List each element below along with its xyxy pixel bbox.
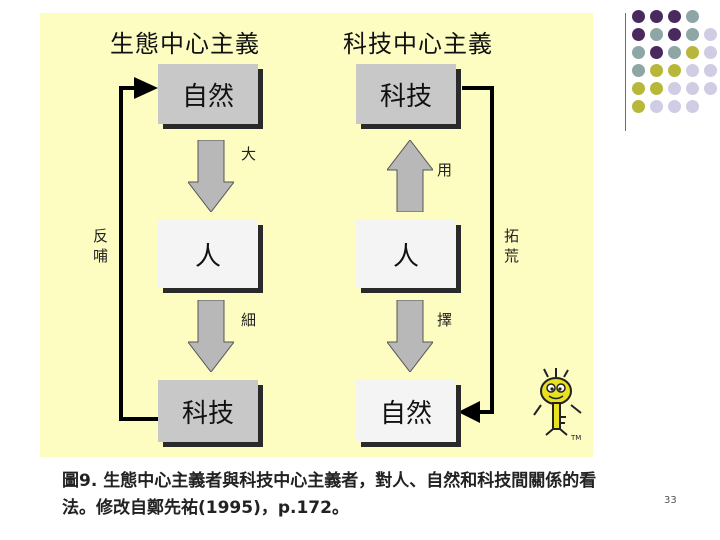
decor-dot — [686, 46, 699, 59]
key-mascot-illustration — [533, 368, 582, 436]
decor-dot — [704, 82, 717, 95]
right-loop-arrowhead — [458, 401, 480, 423]
decor-dot — [704, 64, 717, 77]
left-box-nature: 自然 — [158, 64, 258, 124]
left-box-technology: 科技 — [158, 380, 258, 442]
decor-dot — [704, 28, 717, 41]
decor-dot — [632, 28, 645, 41]
decor-dot — [668, 46, 681, 59]
decor-dot — [686, 28, 699, 41]
decor-dot — [632, 64, 645, 77]
decor-dot — [668, 64, 681, 77]
decor-dot — [650, 10, 663, 23]
decor-dot — [686, 64, 699, 77]
right-arrow-up — [387, 140, 433, 212]
decor-dot — [668, 28, 681, 41]
title-ecocentrism: 生態中心主義 — [110, 30, 260, 58]
decor-dot — [686, 82, 699, 95]
page-number: 33 — [664, 495, 677, 506]
decor-dot — [668, 100, 681, 113]
label-right-down: 擇 — [435, 312, 453, 327]
right-box-technology: 科技 — [356, 64, 456, 124]
decor-dot — [686, 100, 699, 113]
decor-dot — [650, 100, 663, 113]
label-left-down-1: 大 — [239, 146, 257, 161]
decor-dot — [632, 46, 645, 59]
decor-dot — [650, 82, 663, 95]
decor-dot — [632, 82, 645, 95]
caption-line-1: 圖9. 生態中心主義者與科技中心主義者，對人、自然和科技間關係的看 — [62, 471, 597, 491]
right-loop-line — [462, 86, 494, 414]
decor-dot — [632, 100, 645, 113]
decor-dot — [632, 10, 645, 23]
decor-dot — [650, 28, 663, 41]
left-loop-arrowhead — [134, 77, 158, 99]
trademark-mark: TM — [571, 434, 582, 442]
caption-line-2: 法。修改自鄭先祐(1995)，p.172。 — [62, 498, 349, 518]
label-left-loop: 反 哺 — [91, 228, 109, 263]
left-loop-line — [119, 86, 158, 421]
decor-vertical-line — [625, 13, 626, 131]
label-left-down-2: 細 — [239, 312, 257, 327]
title-technocentrism: 科技中心主義 — [343, 30, 493, 58]
decor-dot — [650, 64, 663, 77]
decor-dot — [704, 46, 717, 59]
right-arrow-down — [387, 300, 433, 372]
left-arrow-down-2 — [188, 300, 234, 372]
right-box-human: 人 — [356, 220, 456, 288]
decor-dot — [668, 10, 681, 23]
decor-dot — [650, 46, 663, 59]
label-right-up: 用 — [435, 162, 453, 177]
decor-dot — [686, 10, 699, 23]
decor-dot — [668, 82, 681, 95]
figure-caption: 圖9. 生態中心主義者與科技中心主義者，對人、自然和科技間關係的看 法。修改自鄭… — [62, 468, 622, 522]
left-arrow-down-1 — [188, 140, 234, 212]
right-box-nature: 自然 — [356, 380, 456, 442]
label-right-loop: 拓 荒 — [502, 228, 520, 263]
left-box-human: 人 — [158, 220, 258, 288]
